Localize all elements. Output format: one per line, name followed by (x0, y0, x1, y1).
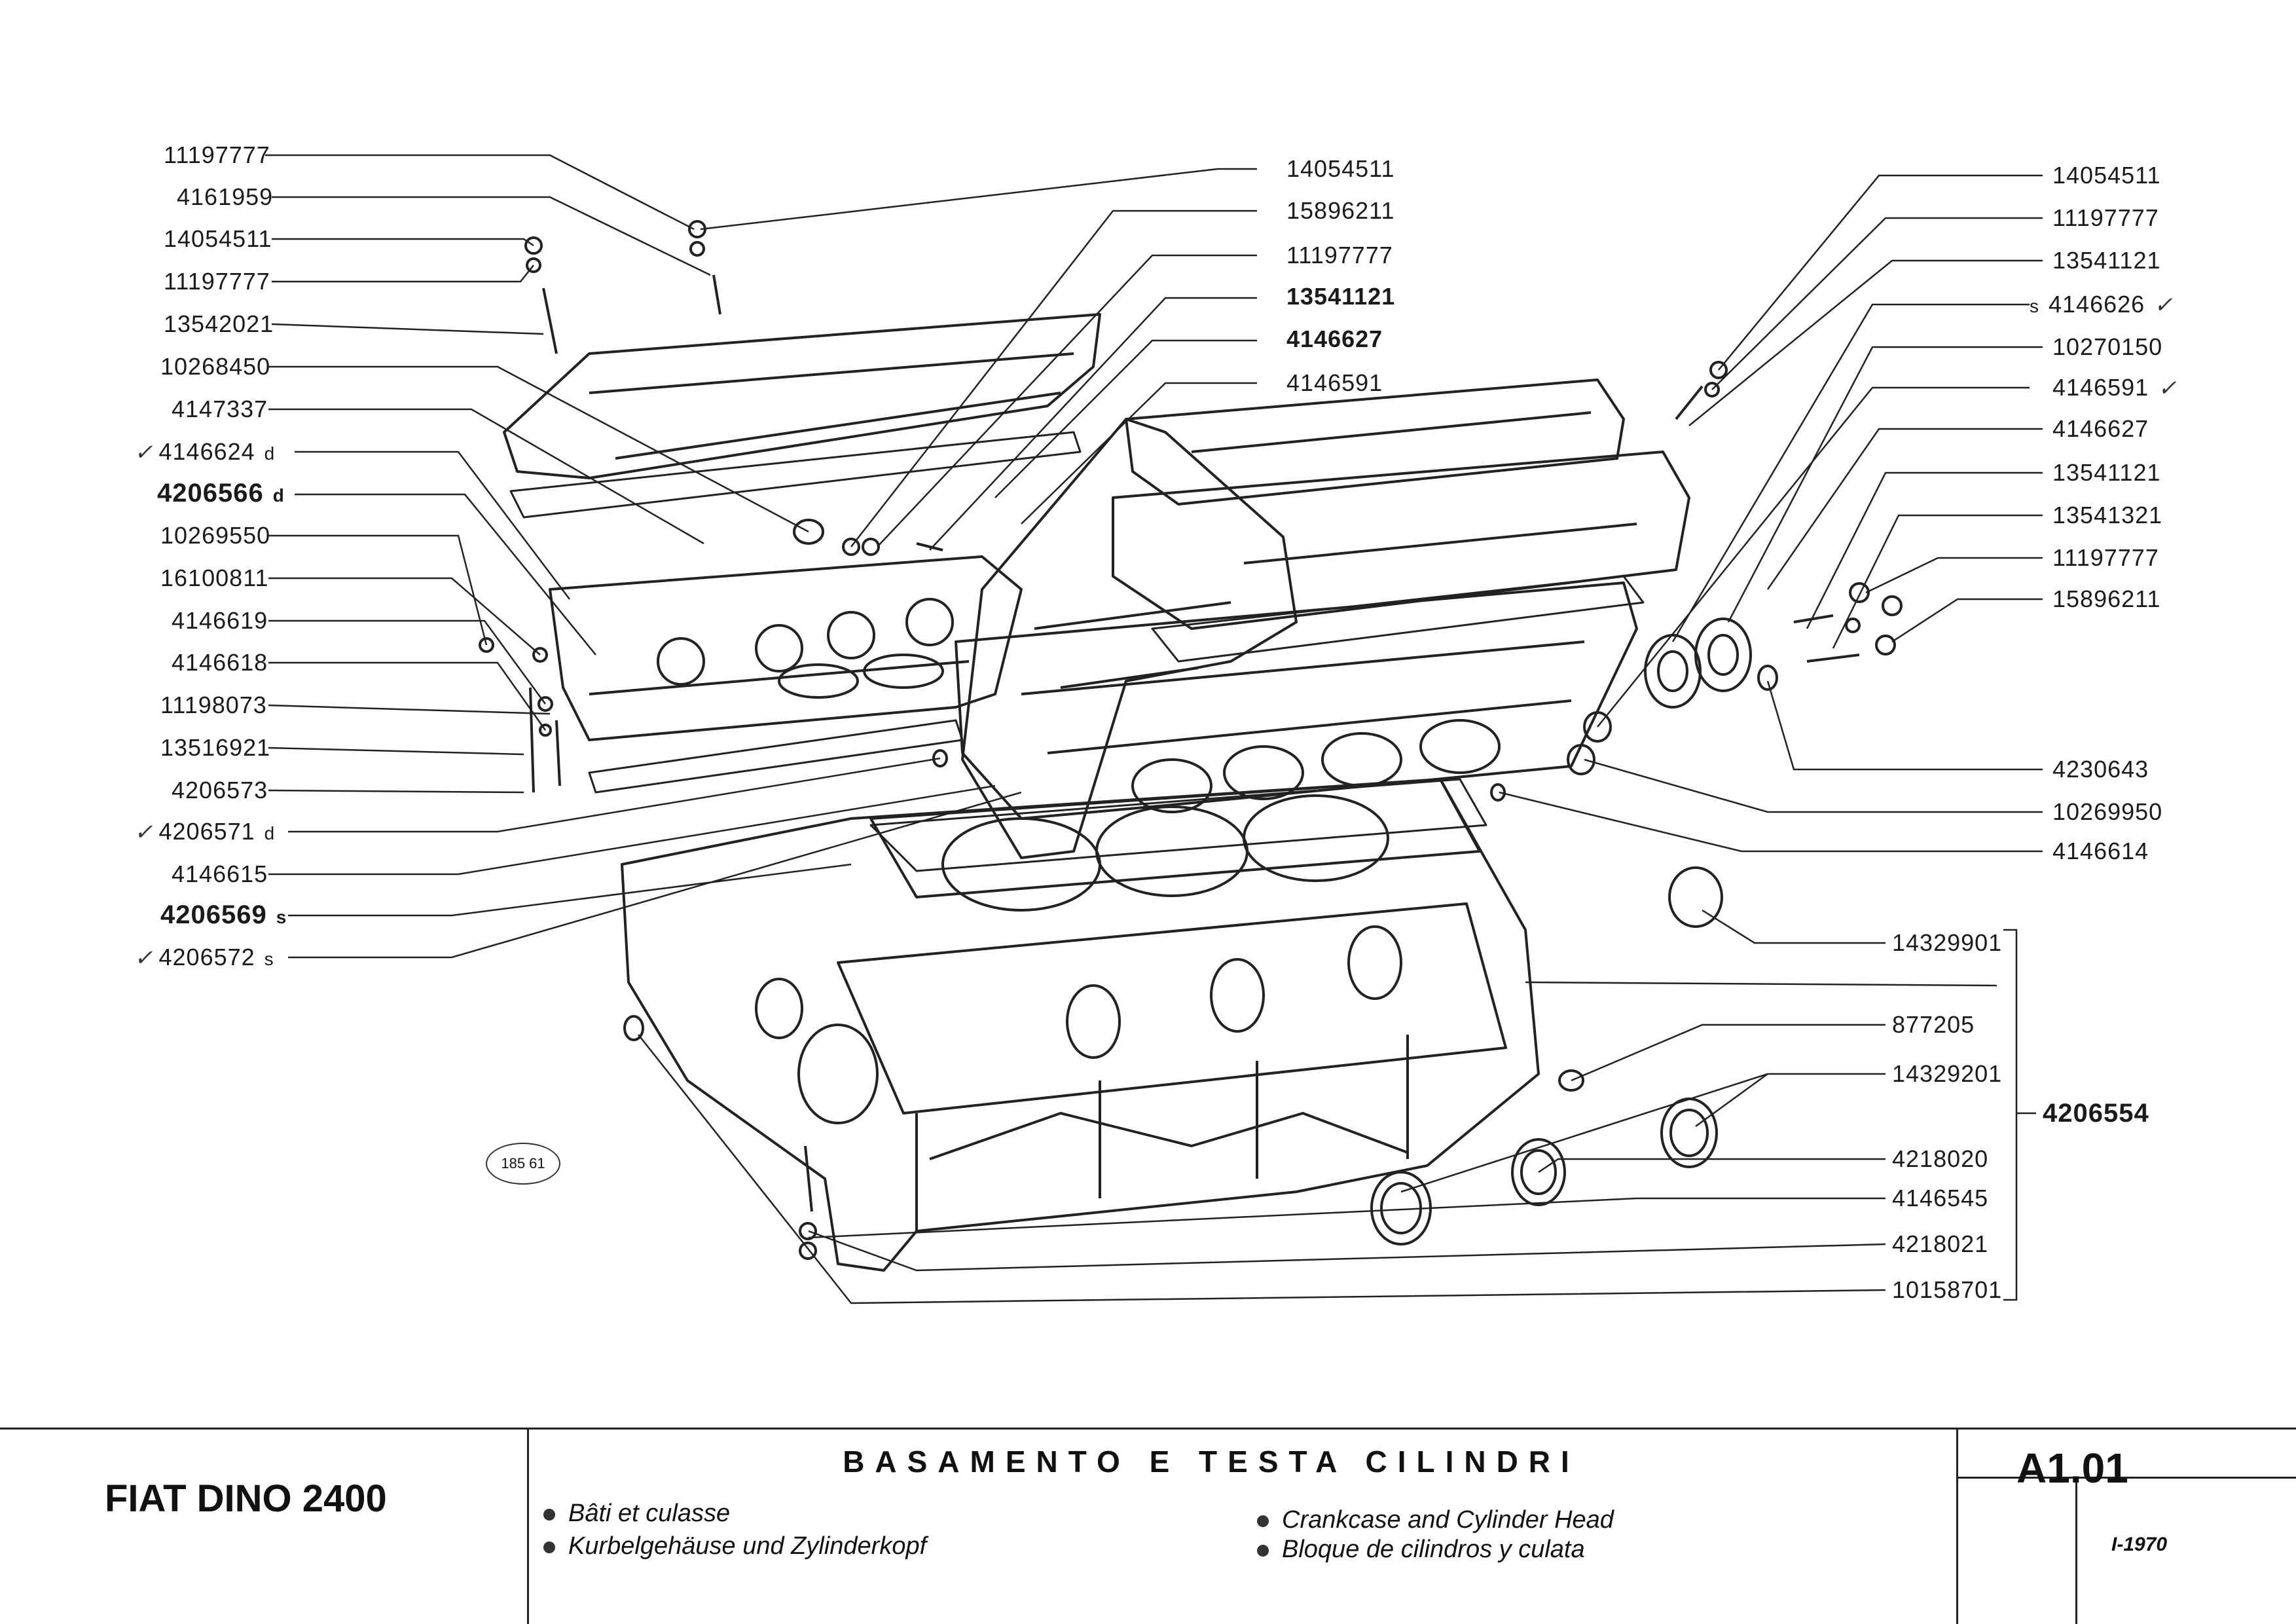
part-label: 13541321 (2052, 502, 2163, 528)
part-label: 4161959 (177, 183, 274, 210)
part-label: 4218021 (1892, 1230, 1989, 1257)
part-label: 4146619 (172, 607, 268, 634)
part-label: 11197777 (164, 268, 270, 295)
title-block-divider (1956, 1428, 1958, 1624)
part-label: 11198073 (160, 692, 267, 718)
part-label: 10268450 (160, 353, 271, 380)
part-label: 13541121 (2052, 459, 2161, 486)
part-label: 4146627 (2052, 415, 2149, 442)
engine-block-illustration (479, 220, 1903, 1272)
cylinder-bore-1 (941, 817, 1101, 912)
part-label: 10269950 (2052, 798, 2163, 825)
leader-lines (265, 154, 2043, 1304)
part-label: 4146615 (172, 860, 268, 887)
part-label: 14054511 (2052, 162, 2161, 189)
part-label: 4146614 (2052, 838, 2149, 864)
cam-cover-right-lower (1112, 451, 1690, 630)
part-label: 13541121 (2052, 247, 2161, 274)
bullet-icon (543, 1541, 555, 1553)
title-block-divider (2075, 1477, 2077, 1624)
translation-de: Kurbelgehäuse und Zylinderkopf (543, 1532, 926, 1560)
part-label: 4206573 (172, 777, 268, 803)
part-label: 14054511 (1286, 155, 1395, 182)
cam-cover-gasket-left (509, 431, 1082, 519)
sheet-code: A1.01 (2016, 1445, 2128, 1492)
head-gasket (869, 778, 1487, 872)
part-label: 4146591 (1286, 369, 1383, 396)
drawing-number-stamp: 185 61 (486, 1143, 560, 1185)
part-label: 4147337 (172, 396, 268, 422)
bullet-icon (1257, 1515, 1269, 1527)
title-block (0, 1428, 2296, 1624)
part-label: 14329201 (1892, 1060, 2003, 1087)
cam-cover-right-upper (1125, 378, 1625, 506)
sheet-date: I-1970 (2111, 1534, 2168, 1555)
part-label: 11197777 (2052, 544, 2159, 571)
assembly-label: 4206554 (2043, 1099, 2149, 1128)
part-label: 14054511 (164, 225, 272, 252)
head-gasket-left (588, 719, 964, 794)
part-label: 4146618 (172, 649, 268, 676)
cam-cover-left (503, 313, 1101, 479)
title-block-rule (1956, 1477, 2296, 1479)
translation-es: Bloque de cilindros y culata (1257, 1536, 1585, 1564)
cam-cover-gasket-right (1151, 575, 1645, 663)
part-label: 4146591✓ (2052, 374, 2178, 401)
part-label: 4218020 (1892, 1145, 1989, 1172)
cylinder-head-left (549, 555, 1023, 741)
timing-cover (961, 418, 1298, 859)
part-label: 15896211 (2052, 585, 2161, 612)
part-label: 10270150 (2052, 333, 2163, 360)
part-label: 10158701 (1892, 1276, 2003, 1303)
part-label: 4230643 (2052, 756, 2149, 783)
part-label: 16100811 (160, 564, 269, 591)
model-name: FIAT DINO 2400 (105, 1477, 387, 1520)
part-label: 14329901 (1892, 929, 2003, 956)
flange-right-1 (1644, 634, 1702, 709)
bullet-icon (543, 1508, 555, 1521)
flange-right-2 (1694, 618, 1752, 692)
translation-en: Crankcase and Cylinder Head (1257, 1506, 1614, 1534)
part-label: 11197777 (2052, 204, 2159, 231)
bullet-icon (1257, 1544, 1269, 1557)
cylinder-bore-3 (1243, 794, 1389, 882)
part-label: 13541121 (1286, 283, 1396, 310)
title-block-top-rule (0, 1428, 2296, 1430)
title-block-divider (527, 1428, 529, 1624)
part-label: 11197777 (1286, 242, 1393, 268)
translation-fr: Bâti et culasse (543, 1500, 730, 1528)
sheet-title: BASAMENTO E TESTA CILINDRI (843, 1445, 1580, 1479)
part-label: 13516921 (160, 734, 271, 761)
seal-2 (1511, 1138, 1566, 1206)
part-label: 13542021 (164, 310, 274, 337)
part-label: 877205 (1892, 1011, 1975, 1038)
part-label: 4146627 (1286, 325, 1383, 352)
part-label: 11197777 (164, 141, 270, 168)
part-label: 15896211 (1286, 197, 1395, 224)
part-label: 4146545 (1892, 1185, 1989, 1211)
part-label: 10269550 (160, 522, 271, 549)
core-plug-large (1668, 866, 1723, 928)
